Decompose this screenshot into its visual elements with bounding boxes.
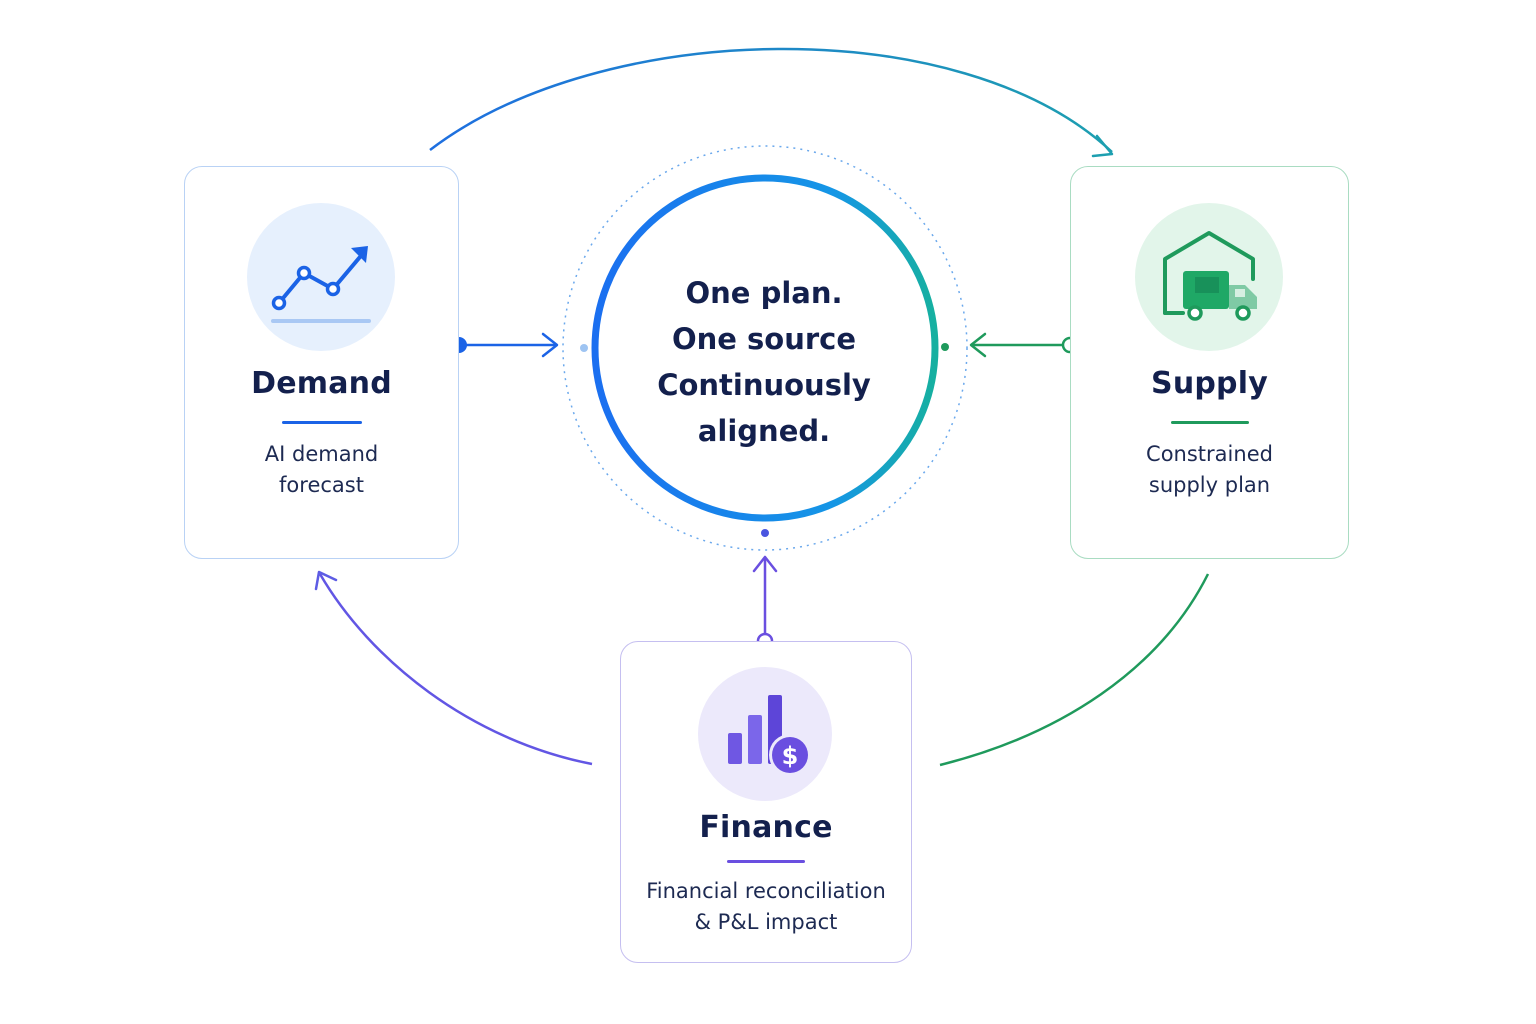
- left-flow-arc: [318, 573, 593, 766]
- supply-card[interactable]: Supply Constrained supply plan: [1070, 166, 1349, 559]
- demand-title: Demand: [251, 366, 392, 401]
- hub-left-port: [580, 344, 588, 352]
- demand-description-line-2: forecast: [279, 473, 364, 497]
- supply-icon-badge: [1135, 203, 1283, 351]
- supply-description-line-1: Constrained: [1146, 442, 1273, 466]
- finance-description-line-2: & P&L impact: [694, 910, 838, 934]
- demand-description-line-1: AI demand: [264, 442, 379, 466]
- finance-card[interactable]: $ Finance Financial reconciliation & P&L…: [620, 641, 912, 963]
- hub-caption: One plan. One source Continuously aligne…: [614, 270, 914, 454]
- finance-underline: [727, 860, 805, 863]
- hub-bottom-port: [761, 529, 769, 537]
- hub-line-4: aligned.: [697, 414, 831, 448]
- finance-icon-badge: $: [698, 667, 832, 801]
- finance-title: Finance: [699, 810, 833, 845]
- top-flow-arrowhead: [1091, 134, 1114, 158]
- svg-text:$: $: [782, 742, 799, 770]
- finance-description-line-1: Financial reconciliation: [646, 879, 886, 903]
- supply-connector-arrowhead: [969, 332, 987, 358]
- demand-underline: [282, 421, 362, 424]
- supply-underline: [1171, 421, 1249, 424]
- trend-chart-icon: [271, 246, 371, 323]
- hub-line-1: One plan.: [685, 276, 843, 310]
- supply-title: Supply: [1151, 366, 1268, 401]
- demand-icon-badge: [247, 203, 395, 351]
- bar-chart-dollar-icon: $: [728, 695, 811, 776]
- hub-line-2: One source: [671, 322, 857, 356]
- warehouse-truck-icon: [1163, 231, 1257, 321]
- left-flow-arrowhead: [314, 570, 338, 591]
- supply-description-line-2: supply plan: [1148, 473, 1271, 497]
- top-flow-arc: [429, 47, 1113, 153]
- demand-connector-arrowhead: [541, 332, 559, 358]
- finance-description: Financial reconciliation & P&L impact: [621, 876, 911, 938]
- hub-line-3: Continuously: [657, 368, 871, 402]
- demand-description: AI demand forecast: [185, 439, 458, 501]
- supply-description: Constrained supply plan: [1071, 439, 1348, 501]
- hub-right-port: [941, 343, 949, 351]
- finance-connector-arrowhead: [752, 555, 778, 573]
- demand-card[interactable]: Demand AI demand forecast: [184, 166, 459, 559]
- right-flow-arc: [939, 573, 1210, 767]
